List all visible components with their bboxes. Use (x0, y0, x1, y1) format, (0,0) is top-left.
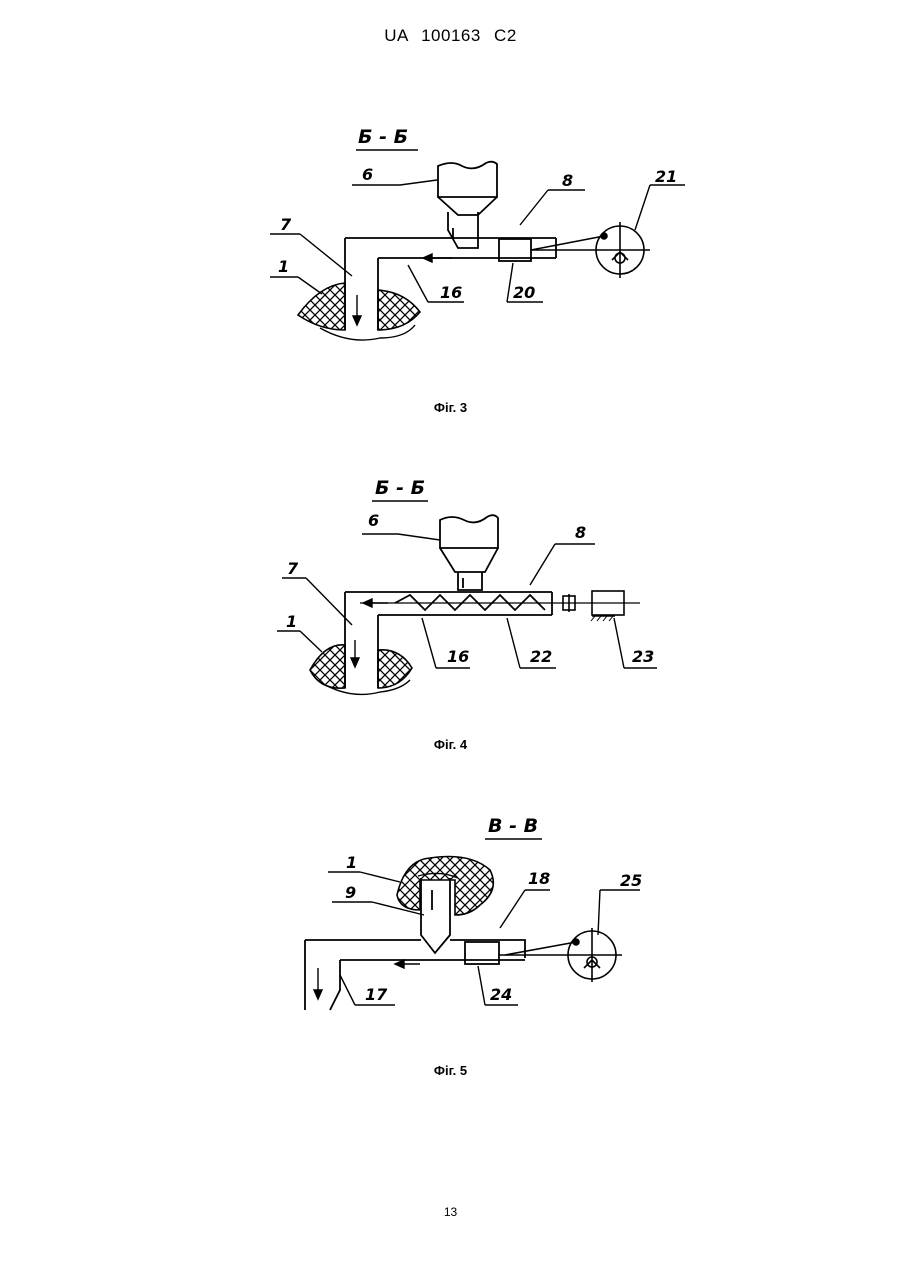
fig5-label-18: 18 (528, 869, 550, 888)
fig5-section-title: В - В (488, 815, 538, 837)
fig5-label-17: 17 (365, 985, 388, 1004)
fig5-label-25: 25 (620, 871, 642, 890)
fig5-label-9: 9 (345, 883, 356, 902)
fig5-label-24: 24 (490, 985, 512, 1004)
page-number: 13 (0, 1205, 901, 1219)
fig5-label-1: 1 (346, 853, 357, 872)
fig5-batch-1 (397, 857, 493, 916)
fig5-caption: Фіг. 5 (0, 1063, 901, 1078)
fig5-nozzle-9 (421, 878, 450, 953)
figure-5-drawing: В - В 1 18 25 9 17 (0, 0, 901, 1080)
fig5-drive-25 (499, 928, 622, 982)
